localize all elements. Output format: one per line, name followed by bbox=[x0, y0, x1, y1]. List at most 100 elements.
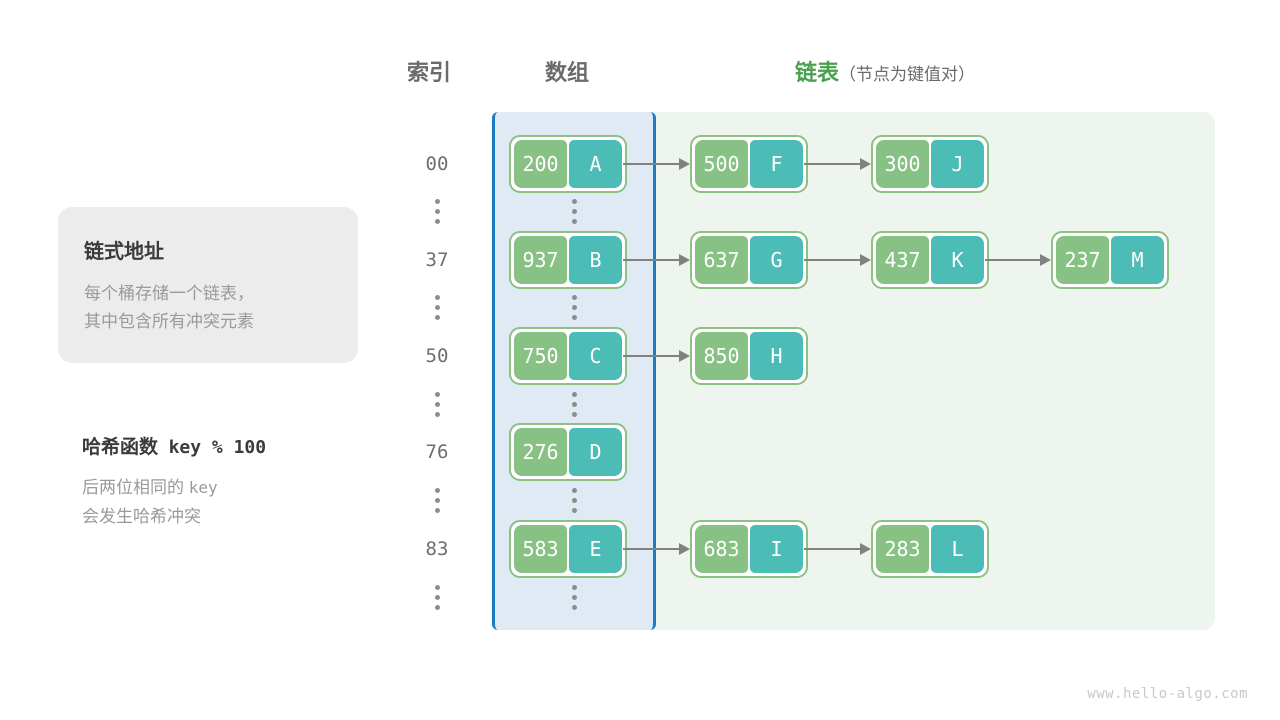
node-key: 683 bbox=[695, 525, 748, 573]
ellipsis-dot bbox=[434, 498, 440, 503]
ellipsis-dot bbox=[434, 605, 440, 610]
node-value: M bbox=[1111, 236, 1164, 284]
hash-function-expression: key % 100 bbox=[168, 437, 267, 458]
node-key: 850 bbox=[695, 332, 748, 380]
node-key: 300 bbox=[876, 140, 929, 188]
node-value: E bbox=[569, 525, 622, 573]
next-pointer-arrow bbox=[623, 543, 690, 555]
ellipsis-array-icon bbox=[564, 199, 584, 224]
ellipsis-dot bbox=[434, 508, 440, 513]
bucket-index-label: 37 bbox=[425, 249, 449, 271]
ellipsis-dot bbox=[571, 488, 577, 493]
ellipsis-dot bbox=[571, 605, 577, 610]
column-header-array: 数组 bbox=[545, 60, 590, 85]
ellipsis-dot bbox=[571, 595, 577, 600]
column-header-linkedlist-note: （节点为键值对） bbox=[839, 65, 976, 84]
next-pointer-arrow bbox=[623, 254, 690, 266]
ellipsis-dot bbox=[434, 412, 440, 417]
ellipsis-dot bbox=[571, 392, 577, 397]
next-pointer-arrow bbox=[623, 158, 690, 170]
node-key: 437 bbox=[876, 236, 929, 284]
ellipsis-dot bbox=[434, 595, 440, 600]
ellipsis-index-icon bbox=[427, 392, 447, 417]
ellipsis-dot bbox=[434, 488, 440, 493]
node-value: L bbox=[931, 525, 984, 573]
ellipsis-dot bbox=[571, 219, 577, 224]
info-card-title: 链式地址 bbox=[84, 241, 164, 263]
info-card-chaining: 链式地址 每个桶存储一个链表， 其中包含所有冲突元素 bbox=[58, 207, 358, 363]
ellipsis-dot bbox=[571, 295, 577, 300]
node-key: 637 bbox=[695, 236, 748, 284]
next-pointer-arrow bbox=[804, 158, 871, 170]
hash-note-line-1-text: 后两位相同的 bbox=[82, 478, 184, 497]
ellipsis-array-icon bbox=[564, 488, 584, 513]
ellipsis-array-icon bbox=[564, 295, 584, 320]
ellipsis-index-icon bbox=[427, 488, 447, 513]
node-value: G bbox=[750, 236, 803, 284]
hash-note-line-1: 后两位相同的 key bbox=[82, 473, 382, 502]
node-key: 750 bbox=[514, 332, 567, 380]
ellipsis-dot bbox=[571, 305, 577, 310]
hash-function-note: 哈希函数 key % 100 后两位相同的 key 会发生哈希冲突 bbox=[82, 432, 382, 531]
ellipsis-dot bbox=[571, 585, 577, 590]
bucket-index-label: 00 bbox=[425, 153, 449, 175]
ellipsis-dot bbox=[434, 219, 440, 224]
ellipsis-dot bbox=[434, 585, 440, 590]
ellipsis-dot bbox=[571, 498, 577, 503]
ellipsis-array-icon bbox=[564, 585, 584, 610]
ellipsis-dot bbox=[434, 305, 440, 310]
node-value: H bbox=[750, 332, 803, 380]
ellipsis-dot bbox=[571, 412, 577, 417]
ellipsis-dot bbox=[434, 295, 440, 300]
node-value: D bbox=[569, 428, 622, 476]
node-key: 200 bbox=[514, 140, 567, 188]
ellipsis-dot bbox=[434, 209, 440, 214]
node-value: C bbox=[569, 332, 622, 380]
column-header-linkedlist-label: 链表 bbox=[795, 60, 840, 85]
hash-note-line-1-key: key bbox=[188, 478, 218, 497]
hash-note-line-2: 会发生哈希冲突 bbox=[82, 507, 201, 526]
bucket-index-label: 76 bbox=[425, 441, 449, 463]
ellipsis-dot bbox=[571, 209, 577, 214]
ellipsis-dot bbox=[434, 392, 440, 397]
node-value: B bbox=[569, 236, 622, 284]
node-key: 237 bbox=[1056, 236, 1109, 284]
hash-function-label: 哈希函数 bbox=[82, 437, 159, 458]
ellipsis-array-icon bbox=[564, 392, 584, 417]
ellipsis-dot bbox=[434, 199, 440, 204]
hash-function-title: 哈希函数 key % 100 bbox=[82, 432, 382, 459]
ellipsis-dot bbox=[434, 402, 440, 407]
info-card-line-2: 其中包含所有冲突元素 bbox=[84, 312, 254, 331]
ellipsis-dot bbox=[571, 199, 577, 204]
node-value: J bbox=[931, 140, 984, 188]
ellipsis-dot bbox=[571, 315, 577, 320]
ellipsis-dot bbox=[571, 402, 577, 407]
bucket-index-label: 83 bbox=[425, 538, 449, 560]
column-header-index: 索引 bbox=[407, 60, 452, 85]
node-value: K bbox=[931, 236, 984, 284]
bucket-index-label: 50 bbox=[425, 345, 449, 367]
next-pointer-arrow bbox=[623, 350, 690, 362]
info-card-line-1: 每个桶存储一个链表， bbox=[84, 284, 254, 303]
node-value: A bbox=[569, 140, 622, 188]
node-key: 283 bbox=[876, 525, 929, 573]
node-value: F bbox=[750, 140, 803, 188]
node-value: I bbox=[750, 525, 803, 573]
node-key: 500 bbox=[695, 140, 748, 188]
watermark: www.hello-algo.com bbox=[1087, 686, 1248, 702]
ellipsis-dot bbox=[571, 508, 577, 513]
ellipsis-index-icon bbox=[427, 295, 447, 320]
